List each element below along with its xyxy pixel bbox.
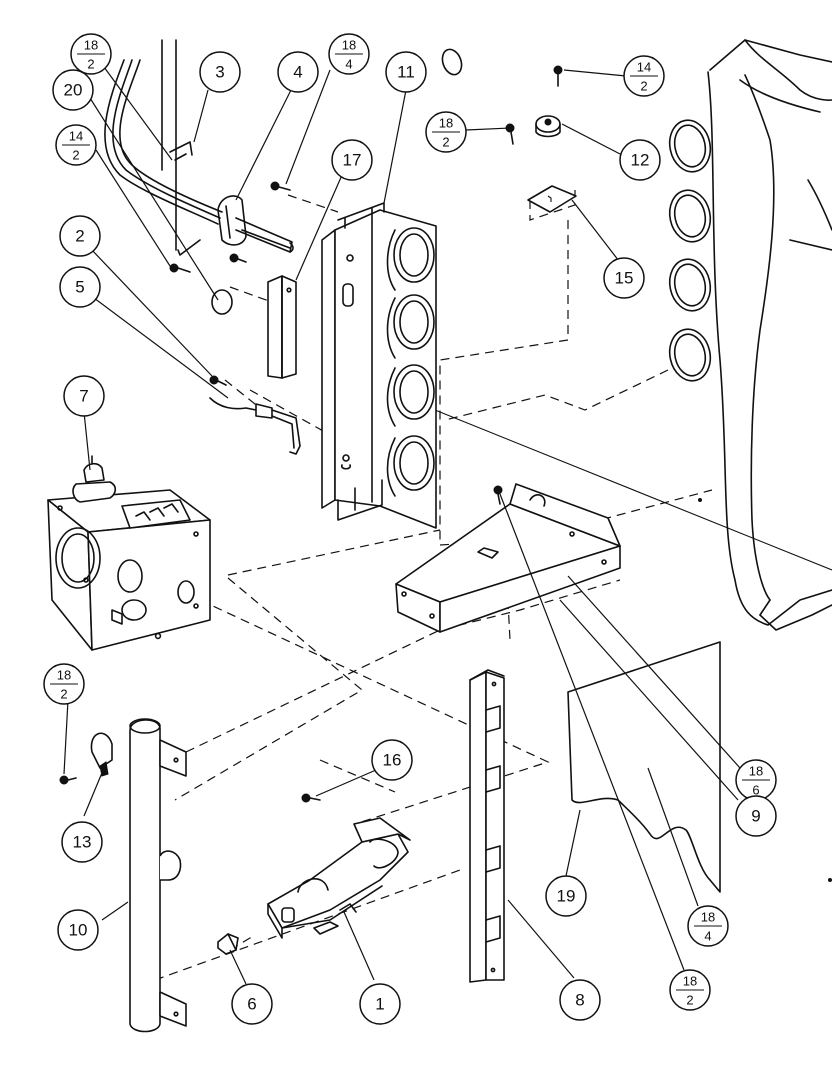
callout-9: 9 [735, 795, 777, 837]
bracket-part-17 [267, 275, 297, 379]
burner-shelf-part-9 [395, 483, 621, 633]
callout-8: 8 [559, 979, 601, 1021]
callout-denominator: 2 [60, 687, 67, 702]
manifold-pipe-part-10 [129, 718, 187, 1033]
callout-18-2-left: 18 2 [43, 663, 85, 705]
gasket-part-15 [527, 185, 577, 213]
screw-14-2-left-icon [169, 263, 191, 273]
callout-number: 3 [215, 63, 224, 82]
screw-18-2-upper-icon [505, 123, 515, 145]
callout-17: 17 [331, 139, 373, 181]
callout-18-2-bottom: 18 2 [669, 969, 711, 1011]
callouts: 18 2 20 3 4 18 4 11 14 [43, 33, 777, 1025]
callout-1: 1 [359, 983, 401, 1025]
screw-18-2-left-icon [59, 775, 77, 785]
callout-numerator: 14 [69, 129, 83, 144]
callout-15: 15 [603, 257, 645, 299]
callout-denominator: 2 [640, 79, 647, 94]
callout-numerator: 18 [57, 668, 71, 683]
callout-numerator: 18 [749, 764, 763, 779]
callout-numerator: 18 [701, 910, 715, 925]
callout-10: 10 [57, 909, 99, 951]
callout-number: 9 [751, 807, 760, 826]
callout-numerator: 14 [637, 60, 651, 75]
callout-7: 7 [63, 375, 105, 417]
callout-number: 15 [615, 269, 634, 288]
callout-denominator: 4 [345, 57, 352, 72]
callout-18-6: 18 6 [735, 759, 777, 801]
heat-exchanger [429, 39, 832, 882]
callout-number: 16 [383, 751, 402, 770]
shield-panel-part-19 [567, 641, 721, 893]
callout-14-2-top: 14 2 [623, 55, 665, 97]
callout-20: 20 [52, 69, 94, 111]
callout-number: 2 [75, 227, 84, 246]
callout-numerator: 18 [342, 38, 356, 53]
callout-18-2-upper: 18 2 [425, 111, 467, 153]
callout-6: 6 [231, 983, 273, 1025]
callout-number: 4 [293, 63, 302, 82]
callout-19: 19 [545, 875, 587, 917]
flame-sensor-part-4 [217, 195, 294, 253]
pipe-clamp-part-13 [90, 732, 113, 777]
manifold-bracket-part-8 [469, 669, 505, 983]
callout-denominator: 6 [752, 783, 759, 798]
orifice-part-6 [217, 933, 239, 955]
igniter-part-5 [209, 397, 301, 455]
callout-number: 7 [79, 387, 88, 406]
screw-2-icon [209, 375, 227, 386]
callout-3: 3 [199, 51, 241, 93]
callout-denominator: 2 [442, 135, 449, 150]
screw-16-icon [301, 793, 321, 803]
callout-number: 10 [69, 921, 88, 940]
callout-numerator: 18 [683, 974, 697, 989]
callout-18-4-top: 18 4 [328, 33, 370, 75]
callout-denominator: 4 [704, 929, 711, 944]
callout-denominator: 2 [72, 148, 79, 163]
grommet-part-20 [211, 289, 233, 315]
screw-18-4-top-icon [270, 181, 291, 191]
callout-number: 8 [575, 991, 584, 1010]
screw-18-2-bottom-icon [493, 485, 503, 505]
screw-upper-sensor-icon [229, 253, 247, 263]
callout-14-2-left: 14 2 [55, 124, 97, 166]
callout-number: 20 [64, 81, 83, 100]
callout-number: 5 [75, 278, 84, 297]
screw-14-2-top-icon [553, 65, 563, 87]
callout-12: 12 [619, 139, 661, 181]
callout-4: 4 [277, 51, 319, 93]
callout-number: 12 [631, 151, 650, 170]
gas-valve-part-7 [47, 455, 211, 651]
callout-18-4-right: 18 4 [687, 905, 729, 947]
callout-numerator: 18 [439, 116, 453, 131]
callout-numerator: 18 [84, 38, 98, 53]
callout-18-2-top: 18 2 [70, 33, 112, 75]
leader-lines [63, 66, 741, 985]
limit-switch-part-12 [535, 115, 561, 138]
clamp-part-3 [169, 141, 193, 161]
callout-number: 19 [557, 887, 576, 906]
callout-number: 1 [375, 995, 384, 1014]
callout-number: 17 [343, 151, 362, 170]
callout-11: 11 [385, 51, 427, 93]
callout-number: 6 [247, 995, 256, 1014]
callout-number: 11 [397, 63, 415, 82]
callout-number: 13 [73, 833, 92, 852]
callout-5: 5 [59, 266, 101, 308]
burner-panel-part-11 [321, 202, 437, 529]
callout-16: 16 [371, 739, 413, 781]
callout-denominator: 2 [87, 57, 94, 72]
callout-denominator: 2 [686, 993, 693, 1008]
burner-part-1 [267, 817, 411, 939]
callout-13: 13 [61, 821, 103, 863]
callout-2: 2 [59, 215, 101, 257]
